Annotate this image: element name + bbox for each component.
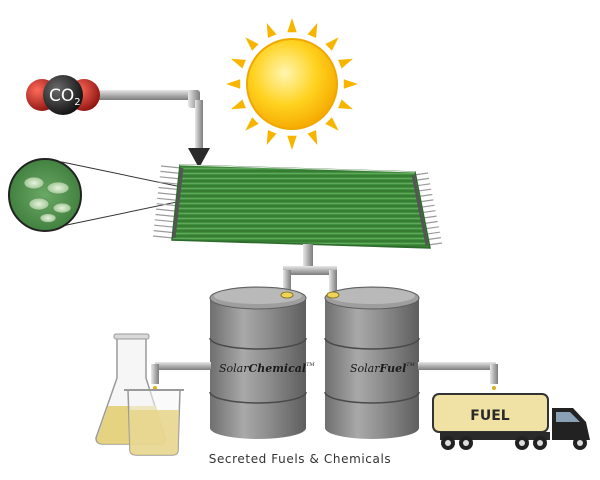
panel-fitting (154, 224, 175, 228)
sun-ray (338, 99, 353, 110)
solar-chemical-tank (209, 286, 307, 439)
sun-ray (266, 23, 277, 38)
panel-fitting (160, 165, 182, 169)
truck-fuel-label: FUEL (470, 408, 509, 424)
panel-fitting (420, 204, 435, 208)
diagram-caption: Secreted Fuels & Chemicals (208, 452, 392, 466)
co2-molecule-icon (26, 75, 100, 115)
panel-fitting (159, 176, 180, 180)
panel-fitting (421, 210, 436, 214)
panel-fitting (157, 197, 178, 201)
fuel-truck-icon (432, 393, 590, 450)
panel-fitting (426, 237, 441, 241)
chemical-outlet-pipe (151, 362, 211, 390)
sun-ray (325, 117, 339, 131)
sun-ray (338, 58, 353, 69)
co2-inlet-pipe (95, 90, 210, 168)
panel-fitting (416, 183, 431, 187)
sun-ray (325, 37, 339, 51)
panel-fitting (422, 215, 437, 219)
panel-fitting (159, 181, 180, 185)
sun-icon (226, 18, 358, 150)
panel-fitting (417, 188, 432, 192)
flow-arrow-icon (188, 148, 210, 168)
sun-ray (266, 130, 277, 145)
solar-chemical-label: SolarChemicalTM (219, 362, 315, 375)
sun-ray (245, 117, 259, 131)
magnifier-callout (8, 158, 197, 232)
sun-ray (245, 37, 259, 51)
panel-fitting (415, 177, 430, 181)
outlet-pipes (283, 244, 337, 292)
sun-ray (231, 58, 246, 69)
panel-fitting (160, 170, 181, 174)
fuel-outlet-pipe (418, 362, 498, 390)
beaker-icon (124, 389, 184, 456)
sun-ray (287, 18, 297, 33)
co2-label: CO2 (49, 86, 81, 108)
panel-fitting (423, 220, 438, 225)
panel-fitting (425, 231, 440, 235)
panel-fitting (424, 226, 439, 230)
photobioreactor-panel (152, 164, 443, 249)
algae-cells-icon (23, 176, 72, 223)
panel-fitting (413, 172, 429, 176)
panel-fitting (419, 199, 434, 203)
panel-fitting (427, 242, 443, 246)
panel-fitting (418, 193, 433, 198)
sun-ray (231, 99, 246, 110)
panel-fitting (152, 235, 174, 239)
sun-ray (287, 135, 297, 150)
sun-ray (343, 79, 358, 89)
solar-fuel-label: SolarFuelTM (350, 362, 416, 375)
solar-fuel-tank (324, 286, 420, 439)
panel-fitting (153, 230, 174, 234)
sun-ray (226, 79, 241, 89)
panel-fitting (156, 203, 177, 207)
panel-fitting (155, 213, 176, 218)
panel-fitting (156, 208, 177, 212)
sun-ray (307, 130, 318, 145)
panel-fitting (154, 219, 175, 223)
panel-fitting (158, 186, 179, 191)
sun-ray (307, 23, 318, 38)
panel-fitting (157, 192, 178, 196)
